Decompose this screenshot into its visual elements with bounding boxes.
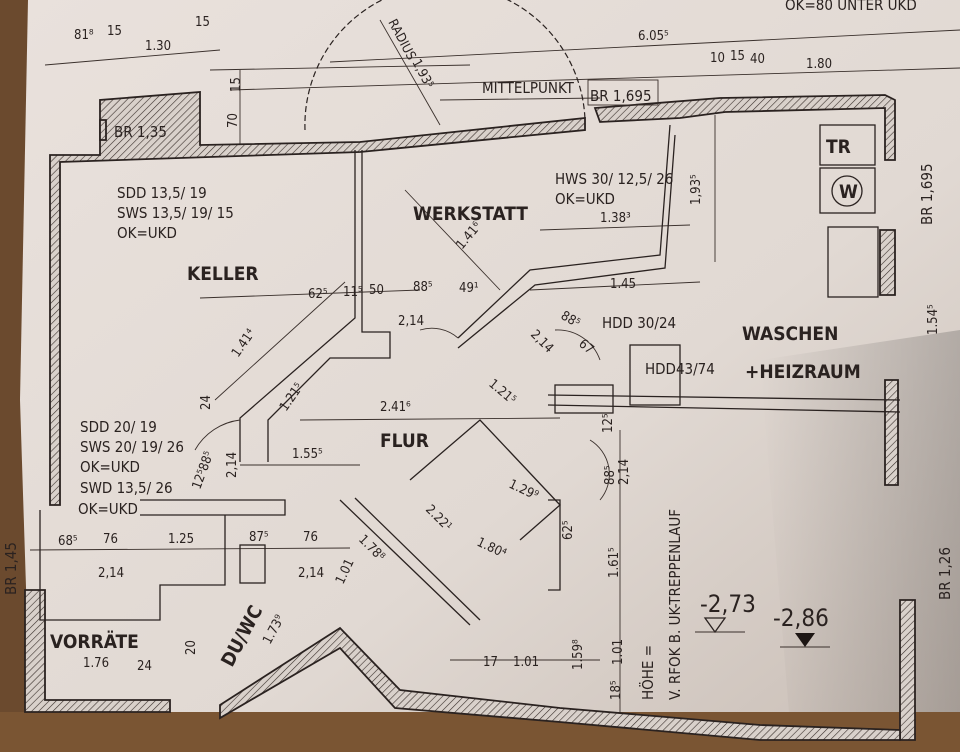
note-ok4: OK=UKD xyxy=(78,500,138,518)
dim: 76 xyxy=(103,532,118,547)
dim: 15 xyxy=(730,49,745,64)
interior-walls xyxy=(39,0,901,626)
dim: 1.45 xyxy=(610,277,636,292)
dim: 1.61⁵ xyxy=(607,547,622,578)
note-sws1: SWS 13,5/ 19/ 15 xyxy=(117,204,234,222)
dim: 2,14 xyxy=(98,566,124,581)
dim: 76 xyxy=(303,530,318,545)
note-hoehe2: V. RFOK B. UK-TREPPENLAUF xyxy=(666,509,684,700)
dim: 40 xyxy=(750,52,765,67)
dim: 15 xyxy=(107,24,122,39)
dim: 12⁵ xyxy=(601,413,616,433)
dim: 24 xyxy=(137,659,152,674)
dryer-label: TR xyxy=(826,136,851,158)
dim: 10 xyxy=(710,51,725,66)
dim: 11⁵ xyxy=(343,285,363,300)
dimension-lines xyxy=(29,19,960,720)
dim: 1.38³ xyxy=(600,211,631,226)
dim: 62⁵ xyxy=(561,520,576,540)
dim: 24 xyxy=(199,395,214,410)
dim: 70 xyxy=(226,113,241,128)
note-ok1: OK=UKD xyxy=(117,224,177,242)
dim: 87⁵ xyxy=(249,530,269,545)
dim: 1.80 xyxy=(806,57,832,72)
opening-br-left: BR 1,45 xyxy=(2,542,20,595)
dim: 88⁵ xyxy=(603,465,618,485)
dim: 1.30 xyxy=(145,39,171,54)
room-vorraete: VORRÄTE xyxy=(50,629,139,653)
dim: 15 xyxy=(195,15,210,30)
dim: 2.41⁶ xyxy=(380,400,411,415)
opening-br-top-left: BR 1,35 xyxy=(114,123,167,141)
note-ok3: OK=UKD xyxy=(80,458,140,476)
dim: 1.76 xyxy=(83,656,109,671)
dim: 1.59⁸ xyxy=(571,639,586,670)
dim: 81⁸ xyxy=(74,28,94,43)
room-werkstatt: WERKSTATT xyxy=(413,203,528,225)
note-ok80: OK=80 UNTER UKD xyxy=(785,0,917,14)
dim: 2,14 xyxy=(298,566,324,581)
room-flur: FLUR xyxy=(380,430,429,452)
dim: 20 xyxy=(184,640,199,655)
level-stair: -2,73 xyxy=(700,590,756,618)
opening-br-right: BR 1,695 xyxy=(918,163,936,225)
dim: 49¹ xyxy=(459,281,479,296)
note-sdd2: SDD 20/ 19 xyxy=(80,418,157,436)
level-marker-filled xyxy=(795,633,815,647)
washer-label: W xyxy=(839,181,858,203)
note-mittelpunkt: MITTELPUNKT xyxy=(482,79,575,97)
room-keller: KELLER xyxy=(187,263,259,285)
note-sws2: SWS 20/ 19/ 26 xyxy=(80,438,184,456)
note-ok2: OK=UKD xyxy=(555,190,615,208)
fold-shadow xyxy=(760,330,960,740)
opening-br-right-low: BR 1,26 xyxy=(936,547,954,600)
dim: 1.25 xyxy=(168,532,194,547)
note-hws: HWS 30/ 12,5/ 26 xyxy=(555,170,673,188)
dim: 15 xyxy=(229,77,244,92)
dim: 1.01 xyxy=(611,639,626,665)
room-waschen: WASCHEN xyxy=(742,323,838,345)
paper-sheet xyxy=(20,0,960,740)
dim: 1,93⁵ xyxy=(689,174,704,205)
dim: 1.54⁵ xyxy=(926,304,941,335)
walls xyxy=(24,91,916,741)
note-hdd2: HDD43/74 xyxy=(645,360,715,378)
note-sdd1: SDD 13,5/ 19 xyxy=(117,184,207,202)
dim: 2,14 xyxy=(617,459,632,485)
dim: 67 xyxy=(575,337,596,358)
dim: 2,14 xyxy=(398,314,424,329)
dim: 88⁵ xyxy=(413,280,433,295)
dim: 6.05⁵ xyxy=(638,29,669,44)
note-swd: SWD 13,5/ 26 xyxy=(80,479,173,497)
dim: 1.55⁵ xyxy=(292,447,323,462)
room-heizraum: +HEIZRAUM xyxy=(745,361,861,383)
dim: 62⁵ xyxy=(308,287,328,302)
dim: 18⁵ xyxy=(609,680,624,700)
note-hoehe1: HÖHE = xyxy=(638,645,657,700)
level-marker-open xyxy=(703,617,727,634)
dim: 2,14 xyxy=(225,452,240,478)
note-hdd1: HDD 30/24 xyxy=(602,314,676,332)
dim: 68⁵ xyxy=(58,534,78,549)
washer-icon xyxy=(831,175,863,207)
level-floor: -2,86 xyxy=(773,604,829,632)
dim: 17 xyxy=(483,655,498,670)
dim: 1.01 xyxy=(513,655,539,670)
dim: 50 xyxy=(369,283,384,298)
opening-br-top-mid: BR 1,695 xyxy=(590,87,652,105)
